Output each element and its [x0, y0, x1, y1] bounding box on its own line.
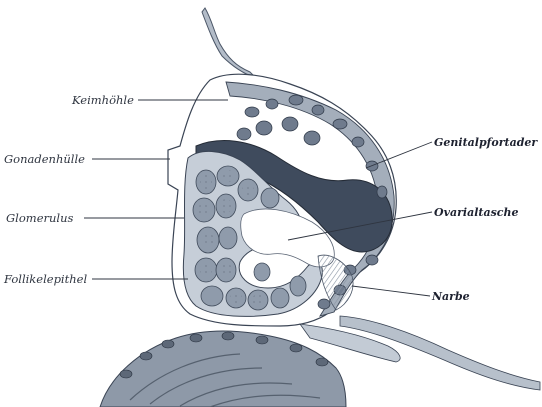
label-keimhoehle: Keimhöhle: [72, 94, 134, 106]
label-ovarialtasche: Ovarialtasche: [434, 207, 518, 219]
label-follikelepithel: Follikelepithel: [4, 273, 87, 285]
label-gonadenhuelle: Gonadenhülle: [4, 153, 85, 165]
label-glomerulus: Glomerulus: [6, 212, 73, 224]
label-narbe: Narbe: [432, 291, 470, 303]
label-genitalpfortader: Genitalpfortader: [434, 137, 537, 149]
upper-tissue-strand: [202, 8, 256, 78]
lower-tissue: [100, 331, 346, 407]
